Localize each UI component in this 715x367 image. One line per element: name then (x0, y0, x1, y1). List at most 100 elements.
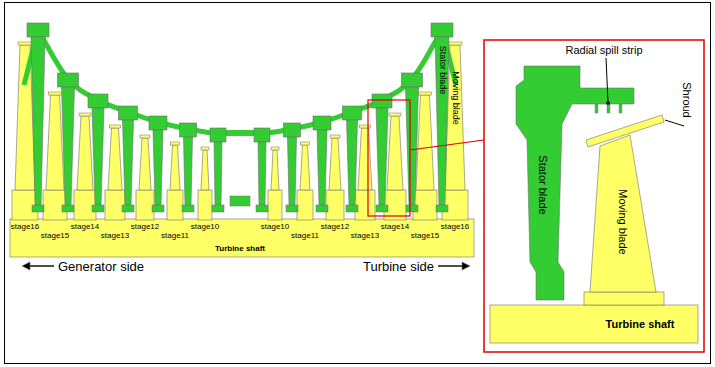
stage-label: stage10 (261, 223, 289, 231)
stator-head (254, 128, 270, 142)
stator-head (210, 128, 226, 142)
part-label: Radial spill strip (565, 45, 642, 56)
turbine-shaft (10, 219, 474, 257)
blade-root (297, 190, 313, 220)
part-label: Stator blade (438, 46, 447, 95)
blade-root (326, 190, 344, 220)
stage-label: stage11 (291, 232, 319, 240)
moving-blade (329, 138, 341, 190)
moving-blade (170, 145, 180, 190)
stage-label: stage10 (191, 223, 219, 231)
blade-shroud (301, 142, 310, 145)
zoom-detail (484, 40, 704, 352)
spill-strip-fin (619, 104, 622, 113)
stator-seal (316, 205, 328, 212)
stage-label: stage16 (441, 223, 469, 231)
moving-blade (300, 145, 310, 190)
side-arrow-head (462, 262, 470, 270)
moving-blade (77, 116, 93, 190)
blade-shroud (171, 142, 180, 145)
stator-blade (317, 130, 327, 205)
moving-blade (271, 150, 279, 190)
moving-blade (139, 138, 151, 190)
stage-label: stage15 (41, 232, 69, 240)
moving-blade (416, 95, 434, 190)
blade-root (167, 190, 183, 220)
stator-head (372, 94, 392, 108)
stator-blade (288, 137, 297, 205)
figure-frame (5, 3, 711, 364)
moving-blade (46, 95, 64, 190)
zoom-frame (484, 40, 704, 352)
stator-seal (212, 205, 224, 212)
stator-blade (184, 137, 193, 205)
blade-shroud (271, 147, 279, 150)
stator-blade (258, 142, 266, 205)
blade-shroud (389, 113, 401, 116)
stator-blade (123, 120, 134, 205)
blade-root (136, 190, 154, 220)
stage-label: stage15 (411, 232, 439, 240)
stator-seal (286, 205, 298, 212)
blade-shroud (448, 42, 462, 45)
stator-seal (152, 205, 164, 212)
stator-blade (62, 87, 75, 205)
part-label: Moving blade (617, 189, 628, 254)
moving-blade (590, 135, 656, 292)
blade-shroud (360, 125, 371, 128)
blade-shroud (201, 147, 209, 150)
stage-label: stage14 (71, 223, 99, 231)
moving-blade (387, 116, 403, 190)
stator-seal (256, 205, 268, 212)
side-arrow-head (22, 262, 30, 270)
blade-root (584, 292, 664, 305)
stator-blade (92, 108, 104, 205)
stator-head (88, 94, 108, 108)
stator-blade (214, 142, 222, 205)
blade-shroud (110, 125, 121, 128)
shaft-label: Turbine shaft (606, 319, 675, 330)
shroud (586, 115, 664, 147)
stator-seal (92, 205, 104, 212)
stage-label: stage12 (321, 223, 349, 231)
blade-shroud (140, 135, 150, 138)
spill-strip-fin (607, 104, 610, 113)
stator-head (58, 73, 79, 87)
stage-label: stage14 (381, 223, 409, 231)
leader-line (665, 120, 684, 126)
blade-shroud (49, 92, 62, 95)
stator-head (402, 73, 423, 87)
stage-label: stage12 (131, 223, 159, 231)
stage-label: stage13 (101, 232, 129, 240)
part-label: Stator blade (537, 155, 548, 214)
part-label: Shroud (681, 82, 692, 117)
moving-blade (358, 128, 372, 190)
blade-shroud (18, 42, 32, 45)
stage-label: stage11 (161, 232, 189, 240)
blade-shroud (79, 113, 91, 116)
gland-seal (230, 196, 250, 206)
stator-head (119, 106, 138, 120)
stator-head (180, 123, 197, 137)
turbine-section (10, 23, 474, 257)
stator-seal (436, 205, 448, 212)
moving-blade (108, 128, 122, 190)
shaft-label: Turbine shaft (215, 245, 265, 253)
leader-line (606, 58, 608, 102)
stator-blade (347, 120, 358, 205)
stator-head (284, 123, 301, 137)
stator-seal (62, 205, 74, 212)
stator-head (431, 23, 453, 37)
stage-label: stage16 (11, 223, 39, 231)
side-label: Turbine side (363, 260, 434, 273)
stator-seal (32, 205, 44, 212)
stator-seal (122, 205, 134, 212)
stator-blade (31, 37, 45, 205)
stator-seal (376, 205, 388, 212)
stage-label: stage13 (351, 232, 379, 240)
stator-seal (346, 205, 358, 212)
stator-blade (435, 37, 449, 205)
blade-root (268, 190, 282, 220)
